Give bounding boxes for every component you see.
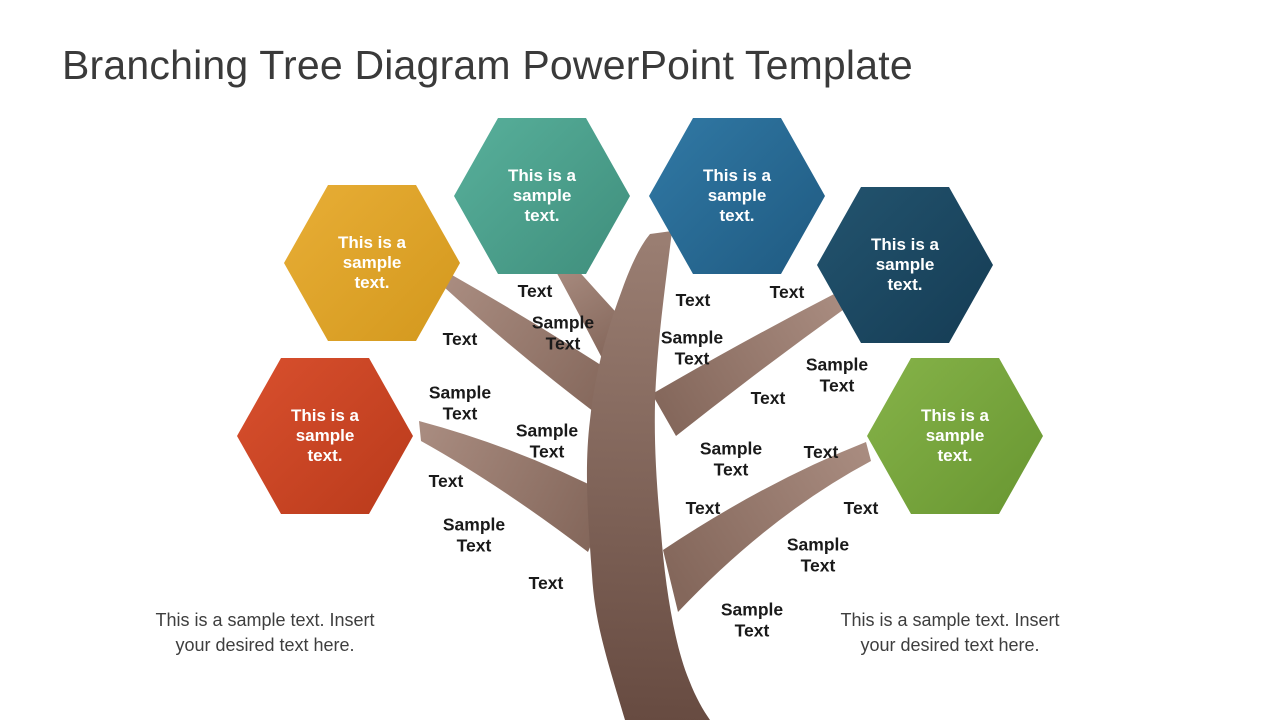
- tree-branch-red: [419, 421, 612, 552]
- branch-label: Sample Text: [515, 420, 579, 462]
- hexagon-label: This is a sample text.: [507, 166, 577, 225]
- tree-branch-yellow: [444, 275, 624, 415]
- branch-label: Sample Text: [442, 514, 506, 556]
- branch-label: Text: [843, 497, 879, 518]
- hexagon-label: This is a sample text.: [920, 406, 990, 465]
- hexagon-label: This is a sample text.: [702, 166, 772, 225]
- hexagon-label: This is a sample text.: [337, 233, 407, 292]
- note-left: This is a sample text. Insert your desir…: [155, 610, 375, 655]
- branch-label: Text: [428, 470, 464, 491]
- branch-label: Sample Text: [660, 327, 724, 369]
- tree-branch-green: [663, 442, 871, 612]
- branch-label: Sample Text: [428, 382, 492, 424]
- slide-title: Branching Tree Diagram PowerPoint Templa…: [62, 42, 913, 88]
- note-right: This is a sample text. Insert your desir…: [840, 610, 1060, 655]
- branch-label: Text: [528, 572, 564, 593]
- branch-label: Text: [769, 281, 805, 302]
- branch-label: Sample Text: [720, 599, 784, 641]
- hexagon-red: This is a sample text.: [237, 358, 413, 514]
- branch-label: Sample Text: [805, 354, 869, 396]
- tree-branch-navy: [652, 293, 847, 436]
- branch-label: Sample Text: [786, 534, 850, 576]
- hexagon-label: This is a sample text.: [870, 235, 940, 294]
- branch-label: Text: [803, 441, 839, 462]
- branch-label: Text: [517, 280, 553, 301]
- tree-trunk: [586, 231, 710, 720]
- branch-label: Text: [675, 289, 711, 310]
- branch-label: Text: [750, 387, 786, 408]
- branch-label: Text: [685, 497, 721, 518]
- hexagon-label: This is a sample text.: [290, 406, 360, 465]
- branch-label: Sample Text: [699, 438, 763, 480]
- branch-label: Text: [442, 328, 478, 349]
- branch-label: Sample Text: [531, 312, 595, 354]
- hexagon-yellow: This is a sample text.: [284, 185, 460, 341]
